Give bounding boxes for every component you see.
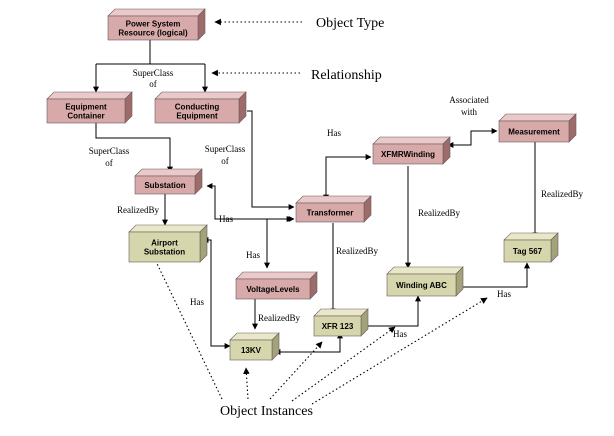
box-label: Container	[67, 112, 104, 121]
box-top-face	[229, 332, 280, 341]
box-front-face	[498, 120, 570, 143]
label-realizedby-measurement: RealizedBy	[541, 189, 583, 199]
xfmr-winding-box: XFMRWinding	[372, 136, 451, 165]
tag-567-box: Tag 567	[503, 232, 559, 263]
label-has-airport-13kv: Has	[190, 297, 204, 307]
label-has-substation-transformer: Has	[219, 214, 233, 224]
box-front-face	[313, 315, 362, 337]
instance-arrow-winding	[291, 326, 396, 402]
label-realizedby-voltage: RealizedBy	[258, 313, 300, 323]
edge-windingabc-tag	[455, 262, 530, 290]
box-top-face	[295, 195, 372, 204]
box-top-face	[134, 168, 203, 177]
label-has-transformer-voltage: Has	[246, 250, 260, 260]
edge-13kv-xfr	[274, 332, 343, 355]
label-has-13kv-xfr: Has	[393, 329, 407, 339]
label-superclass-left-1: SuperClass	[89, 146, 130, 156]
annotation-relationship: Relationship	[311, 68, 382, 83]
box-label: Substation	[144, 181, 185, 190]
box-top-face	[503, 232, 559, 241]
box-front-face	[229, 339, 273, 361]
box-front-face	[295, 202, 365, 223]
box-front-face	[386, 273, 457, 297]
box-front-face	[134, 175, 196, 195]
label-superclass-top-1: SuperClass	[133, 68, 174, 78]
box-label: Transformer	[307, 209, 354, 218]
edge-substation-transformer	[206, 183, 293, 222]
box-front-face	[128, 231, 201, 263]
label-realizedby-winding: RealizedBy	[418, 208, 460, 218]
box-top-face	[386, 266, 464, 275]
edge-winding-measurement	[447, 128, 498, 148]
annotation-object-instances: Object Instances	[220, 404, 313, 419]
edge-xfr-windingabc	[361, 295, 421, 329]
instance-arrow-xfr	[269, 341, 323, 400]
instance-arrow-13kv	[243, 367, 250, 400]
box-label: VoltageLevels	[246, 285, 300, 294]
box-label: Airport	[151, 239, 178, 248]
box-label: Equipment	[65, 103, 107, 112]
label-associated-1: Associated	[449, 95, 489, 105]
box-label: Equipment	[176, 112, 218, 121]
box-label: Power System	[126, 20, 181, 29]
box-front-face	[154, 98, 240, 124]
xfr-123-box: XFR 123	[313, 308, 369, 337]
winding-abc-box: Winding ABC	[386, 266, 464, 297]
box-label: Winding ABC	[396, 281, 447, 290]
box-label: Tag 567	[513, 247, 543, 256]
box-label: 13KV	[241, 346, 262, 355]
label-superclass-left-2: of	[105, 158, 113, 168]
edge-airport-13kv	[202, 237, 231, 349]
box-front-face	[235, 278, 311, 300]
label-superclass-top-2: of	[149, 79, 157, 89]
label-has-winding-tag: Has	[497, 289, 511, 299]
edge-transformer-voltage	[264, 216, 295, 269]
label-superclass-mid-2: of	[221, 156, 229, 166]
transformer-box: Transformer	[295, 195, 372, 223]
edge-container-to-substation	[95, 123, 173, 173]
box-top-face	[235, 271, 318, 280]
box-label: Substation	[144, 248, 185, 257]
box-top-face	[46, 91, 133, 100]
box-front-face	[503, 239, 552, 263]
box-label: Conducting	[175, 103, 220, 112]
edges	[93, 18, 538, 405]
label-realizedby-transformer: RealizedBy	[336, 246, 378, 256]
label-has-transformer-winding: Has	[327, 128, 341, 138]
substation-box: Substation	[134, 168, 203, 195]
box-front-face	[372, 143, 444, 165]
voltage-levels-box: VoltageLevels	[235, 271, 318, 300]
box-top-face	[498, 113, 577, 122]
kv-13-box: 13KV	[229, 332, 280, 361]
edge-transformer-winding	[323, 154, 372, 201]
box-top-face	[128, 224, 208, 233]
box-top-face	[313, 308, 369, 317]
edge-conducting-to-transformer	[247, 110, 295, 210]
annotation-object-type: Object Type	[316, 16, 384, 31]
relationship-labels: SuperClass of SuperClass of SuperClass o…	[89, 68, 584, 339]
box-label: Resource (logical)	[118, 29, 188, 38]
measurement-box: Measurement	[498, 113, 577, 143]
box-top-face	[107, 8, 206, 17]
label-realizedby-substation: RealizedBy	[117, 205, 159, 215]
box-label: XFR 123	[322, 322, 354, 331]
label-superclass-mid-1: SuperClass	[205, 144, 246, 154]
box-top-face	[154, 91, 247, 100]
box-label: Measurement	[508, 128, 560, 137]
label-associated-2: with	[461, 107, 478, 117]
annotations: Object Type Relationship Object Instance…	[220, 16, 384, 419]
box-top-face	[372, 136, 451, 145]
box-front-face	[46, 98, 126, 124]
box-side-face	[199, 224, 208, 263]
box-label: XFMRWinding	[381, 150, 435, 159]
box-front-face	[107, 15, 199, 41]
